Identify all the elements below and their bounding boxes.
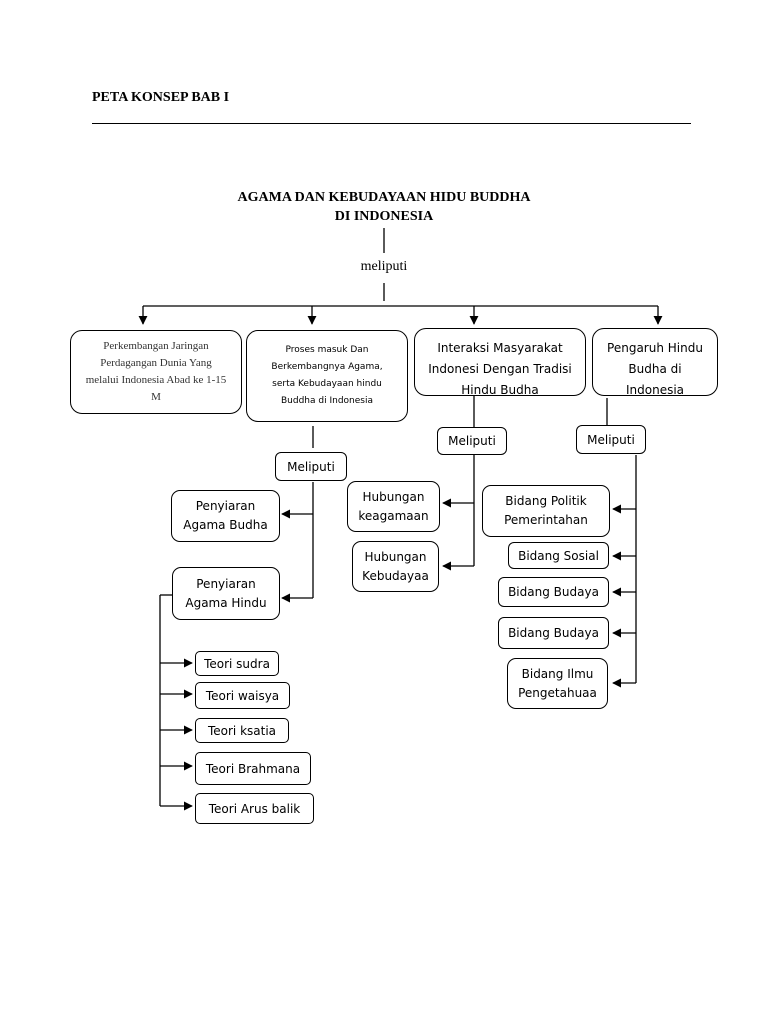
branch-3-item: Hubungan keagamaan (347, 481, 440, 532)
teori-item: Teori ksatia (195, 718, 289, 743)
branch-3-box: Interaksi Masyarakat Indonesi Dengan Tra… (414, 328, 586, 396)
item-label: Teori sudra (204, 656, 270, 671)
branch-3-connector: Meliputi (437, 427, 507, 455)
branch-4-box: Pengaruh Hindu Budha di Indonesia (592, 328, 718, 396)
branch-4-connector-label: Meliputi (587, 432, 635, 447)
item-label: Teori Arus balik (208, 801, 301, 816)
concept-map-title: AGAMA DAN KEBUDAYAAN HIDU BUDDHA DI INDO… (200, 188, 568, 226)
branch-4-connector: Meliputi (576, 425, 646, 454)
page-header-title: PETA KONSEP BAB I (92, 90, 230, 105)
item-label: Bidang Ilmu Pengetahuaa (518, 666, 597, 700)
branch-4-item: Bidang Budaya (498, 577, 609, 607)
branch-4-item: Bidang Sosial (508, 542, 609, 569)
branch-2-connector-label: Meliputi (287, 459, 335, 474)
item-label: Bidang Sosial (518, 548, 599, 563)
teori-item: Teori Arus balik (195, 793, 314, 824)
item-label: Bidang Budaya (508, 626, 599, 640)
branch-3-item: Hubungan Kebudayaa (352, 541, 439, 592)
item-label: Bidang Politik Pemerintahan (504, 494, 588, 527)
top-connector-label: meliputi (360, 259, 408, 274)
item-label: Penyiaran Agama Budha (183, 499, 268, 532)
teori-item: Teori waisya (195, 682, 290, 709)
item-label: Hubungan keagamaan (358, 489, 429, 523)
branch-2-connector: Meliputi (275, 452, 347, 481)
item-label: Bidang Budaya (508, 585, 599, 599)
item-label: Teori ksatia (207, 723, 277, 738)
branch-4-item: Bidang Politik Pemerintahan (482, 485, 610, 537)
branch-2-label: Proses masuk Dan Berkembangnya Agama, se… (271, 345, 383, 406)
title-line-1: AGAMA DAN KEBUDAYAAN HIDU BUDDHA (237, 190, 531, 205)
branch-2-box: Proses masuk Dan Berkembangnya Agama, se… (246, 330, 408, 422)
branch-1-label: Perkembangan Jaringan Perdagangan Dunia … (85, 340, 227, 403)
item-label: Teori waisya (205, 688, 280, 703)
teori-item: Teori sudra (195, 651, 279, 676)
branch-3-label: Interaksi Masyarakat Indonesi Dengan Tra… (428, 340, 572, 396)
branch-2-item: Penyiaran Agama Budha (171, 490, 280, 542)
teori-item: Teori Brahmana (195, 752, 311, 785)
branch-1-box: Perkembangan Jaringan Perdagangan Dunia … (70, 330, 242, 414)
title-line-2: DI INDONESIA (334, 209, 434, 224)
item-label: Penyiaran Agama Hindu (185, 576, 267, 610)
branch-2-item: Penyiaran Agama Hindu (172, 567, 280, 620)
item-label: Teori Brahmana (205, 761, 301, 776)
item-label: Hubungan Kebudayaa (362, 549, 429, 583)
branch-4-item: Bidang Budaya (498, 617, 609, 649)
branch-4-item: Bidang Ilmu Pengetahuaa (507, 658, 608, 709)
header-divider (92, 123, 691, 124)
branch-3-connector-label: Meliputi (448, 434, 496, 448)
branch-4-label: Pengaruh Hindu Budha di Indonesia (607, 340, 703, 396)
